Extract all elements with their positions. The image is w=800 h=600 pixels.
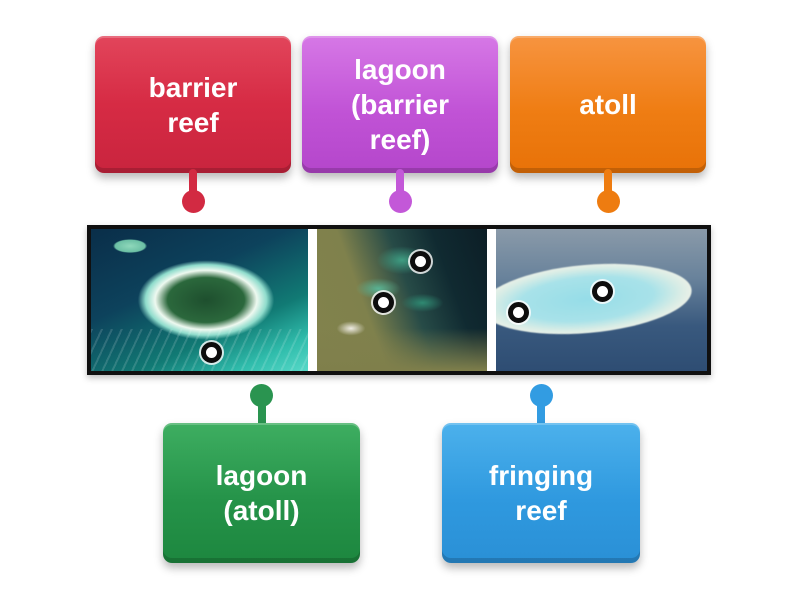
answer-marker[interactable] xyxy=(409,250,431,272)
label-text: fringing reef xyxy=(488,460,594,526)
label-text: lagoon (barrier reef) xyxy=(350,54,450,155)
label-group-lagoon-barrier-reef: lagoon (barrier reef) xyxy=(302,36,498,214)
label-chip-lagoon-barrier-reef[interactable]: lagoon (barrier reef) xyxy=(302,36,498,173)
answer-marker[interactable] xyxy=(372,291,394,313)
pin-stem xyxy=(189,169,197,203)
label-chip-face: atoll xyxy=(510,36,706,173)
pin-stem xyxy=(604,169,612,203)
photo-strip xyxy=(87,225,711,375)
label-chip-fringing-reef[interactable]: fringing reef xyxy=(442,423,640,563)
label-chip-barrier-reef[interactable]: barrier reef xyxy=(95,36,291,173)
label-chip-face: lagoon (atoll) xyxy=(163,423,360,563)
pin-dot xyxy=(181,190,205,213)
pin-stem xyxy=(537,398,545,428)
label-chip-face: fringing reef xyxy=(442,423,640,563)
pin-stem xyxy=(257,398,266,428)
label-text: atoll xyxy=(579,89,637,120)
pin-stem xyxy=(396,169,404,203)
label-text: barrier reef xyxy=(148,71,238,138)
label-chip-face: barrier reef xyxy=(95,36,291,173)
answer-marker[interactable] xyxy=(591,280,613,302)
label-chip-atoll[interactable]: atoll xyxy=(510,36,706,173)
label-chip-face: lagoon (barrier reef) xyxy=(302,36,498,173)
label-group-lagoon-atoll: lagoon (atoll) xyxy=(163,384,360,563)
coastline-satellite-photo xyxy=(317,229,487,371)
pin-dot xyxy=(388,190,412,213)
label-text: lagoon (atoll) xyxy=(215,460,308,526)
answer-marker[interactable] xyxy=(200,341,222,363)
answer-marker[interactable] xyxy=(507,301,529,323)
pin-dot xyxy=(596,190,620,213)
pin-dot xyxy=(250,384,273,407)
label-chip-lagoon-atoll[interactable]: lagoon (atoll) xyxy=(163,423,360,563)
label-group-fringing-reef: fringing reef xyxy=(442,384,640,563)
label-group-atoll: atoll xyxy=(510,36,706,214)
pin-dot xyxy=(529,384,553,407)
label-group-barrier-reef: barrier reef xyxy=(95,36,291,214)
island-with-reef-aerial-photo xyxy=(91,229,308,371)
